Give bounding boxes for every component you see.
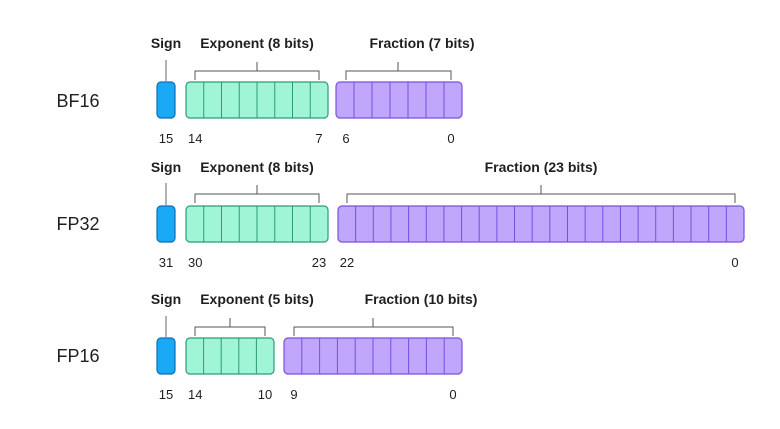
fp32-exponent-end-index: 23: [312, 255, 326, 270]
bf16-fraction-bracket: [345, 62, 452, 80]
bf16-exponent-end-index: 7: [315, 131, 322, 146]
fp32-fraction-start-index: 22: [340, 255, 354, 270]
fp16-exponent-field: [185, 337, 275, 375]
fp16-exponent-bits: [185, 337, 275, 375]
bf16-sign-label: Sign: [151, 35, 181, 51]
bf16-exponent-start-index: 14: [188, 131, 202, 146]
fp16-exponent-bracket: [194, 318, 266, 336]
fp32-format-name: FP32: [56, 214, 99, 234]
fp16-fraction-start-index: 9: [290, 387, 297, 402]
fp32-exponent-label: Exponent (8 bits): [200, 159, 314, 175]
fp16-fraction-label: Fraction (10 bits): [365, 291, 478, 307]
fp32-fraction-bracket: [346, 185, 736, 203]
bf16-fraction-field: [335, 81, 463, 119]
bf16-exponent-label: Exponent (8 bits): [200, 35, 314, 51]
fp16-format: Sign Exponent (5 bits) Fraction (10 bits…: [56, 291, 477, 402]
bf16-fraction-bits: [335, 81, 463, 119]
fp32-exponent-start-index: 30: [188, 255, 202, 270]
fp32-exponent-bits: [185, 205, 329, 243]
bf16-exponent-bracket: [194, 62, 320, 80]
bf16-fraction-start-index: 6: [342, 131, 349, 146]
fp16-fraction-bits: [283, 337, 463, 375]
fp32-sign-label: Sign: [151, 159, 181, 175]
fp16-format-name: FP16: [56, 346, 99, 366]
bf16-format: Sign Exponent (8 bits) Fraction (7 bits)…: [56, 35, 474, 146]
fp32-fraction-label: Fraction (23 bits): [485, 159, 598, 175]
fp32-fraction-bits: [337, 205, 745, 243]
fp16-fraction-bracket: [293, 318, 454, 336]
fp32-exponent-bracket: [194, 185, 320, 203]
fp16-exponent-end-index: 10: [258, 387, 272, 402]
fp32-sign-bit: [156, 205, 176, 243]
bf16-fraction-end-index: 0: [447, 131, 454, 146]
fp32-sign-index: 31: [159, 255, 173, 270]
fp32-fraction-end-index: 0: [731, 255, 738, 270]
fp16-sign-label: Sign: [151, 291, 181, 307]
bf16-fraction-label: Fraction (7 bits): [369, 35, 474, 51]
bf16-sign-index: 15: [159, 131, 173, 146]
fp32-fraction-field: [337, 205, 745, 243]
fp32-format: Sign Exponent (8 bits) Fraction (23 bits…: [56, 159, 745, 270]
fp16-fraction-end-index: 0: [449, 387, 456, 402]
fp16-exponent-start-index: 14: [188, 387, 202, 402]
bf16-format-name: BF16: [56, 91, 99, 111]
fp16-sign-bit: [156, 337, 176, 375]
bf16-sign-bit: [156, 81, 176, 119]
fp16-sign-index: 15: [159, 387, 173, 402]
bf16-exponent-bits: [185, 81, 329, 119]
fp16-exponent-label: Exponent (5 bits): [200, 291, 314, 307]
